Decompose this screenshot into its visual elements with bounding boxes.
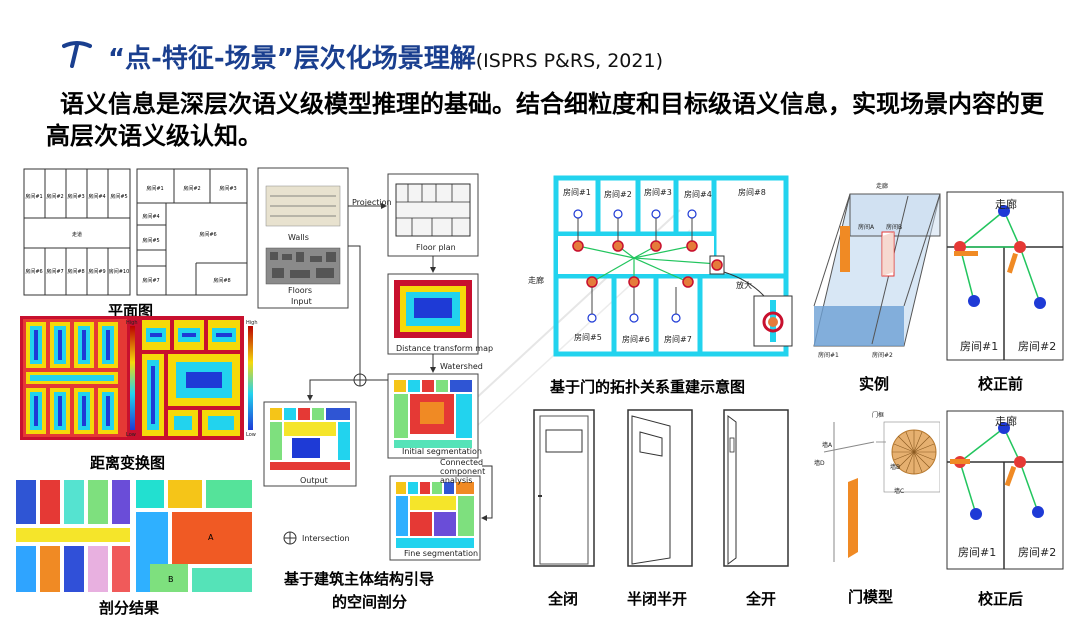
after-correction-graphic <box>946 410 1064 570</box>
after-caption: 校正后 <box>978 590 1024 608</box>
fa-room-1: 房间#1 <box>25 193 42 200</box>
door-closed-caption: 全闭 <box>548 590 579 608</box>
fa-room-2: 房间#2 <box>46 193 63 200</box>
topo-corridor-label: 走廊 <box>528 276 544 285</box>
intersection-label: Intersection <box>302 534 350 543</box>
title-bullet-icon <box>62 41 92 68</box>
floorplan-caption: 平面图 <box>108 302 154 320</box>
instance-bottom-1: 房间#1 <box>818 352 839 359</box>
before-caption: 校正前 <box>978 375 1024 393</box>
topo-room-3: 房间#3 <box>644 188 672 197</box>
input-label: Input <box>291 297 312 306</box>
floor-plan-label: Floor plan <box>416 243 456 252</box>
instance-room-a: 房间A <box>858 224 875 231</box>
instance-room-b: 房间B <box>886 224 903 231</box>
instance-caption: 实例 <box>859 375 890 393</box>
fa-room-5: 房间#5 <box>110 193 127 200</box>
title-main: “点-特征-场景”层次化场景理解 <box>108 44 476 74</box>
before-correction-graphic <box>946 191 1064 361</box>
topo-zoom-label: 放大 <box>736 281 752 290</box>
distance-map-a <box>20 316 138 440</box>
flow-diagram <box>257 167 493 561</box>
floorplan-b: 房间#1 房间#2 房间#3 房间#4 房间#5 房间#6 房间#7 房间#8 <box>136 168 248 296</box>
intro-text: 语义信息是深层次语义级模型推理的基础。结合细粒度和目标级语义信息，实现场景内容的… <box>46 90 1044 150</box>
partition-label-b: B <box>168 575 174 584</box>
distance-caption: 距离变换图 <box>90 454 166 472</box>
before-corridor-label: 走廊 <box>995 198 1017 211</box>
partition-result-a <box>14 478 132 594</box>
flow-caption-line1: 基于建筑主体结构引导 <box>284 570 435 588</box>
model-door-frame: 门框 <box>872 412 885 419</box>
instance-3d-graphic <box>813 193 941 347</box>
title-citation: (ISPRS P&RS, 2021) <box>475 50 663 72</box>
topo-room-1: 房间#1 <box>563 188 591 197</box>
door-model-caption: 门模型 <box>848 588 894 606</box>
fa-room-4: 房间#4 <box>88 193 105 200</box>
distance-map-b <box>138 316 253 440</box>
partition-result-b: A B <box>134 478 254 594</box>
partition-label-a: A <box>208 533 214 542</box>
initial-seg-label: Initial segmentation <box>402 447 482 456</box>
fa-room-9: 房间#9 <box>88 268 105 275</box>
topology-caption: 基于门的拓扑关系重建示意图 <box>550 378 746 396</box>
model-wall-c: 墙C <box>894 488 905 495</box>
before-room1-label: 房间#1 <box>960 340 999 353</box>
fb-room-2: 房间#2 <box>183 185 200 192</box>
walls-label: Walls <box>288 233 309 242</box>
fa-corridor: 走道 <box>72 231 82 238</box>
topo-room-4: 房间#4 <box>684 190 712 199</box>
topo-room-8: 房间#8 <box>738 188 766 197</box>
topology-diagram <box>553 175 793 357</box>
door-half-caption: 半闭半开 <box>627 590 688 608</box>
distance-map-label: Distance transform map <box>396 344 494 353</box>
watershed-label: Watershed <box>440 362 483 371</box>
fb-room-6: 房间#6 <box>199 231 216 238</box>
output-label: Output <box>300 476 328 485</box>
fb-room-1: 房间#1 <box>146 185 163 192</box>
page-title: “点-特征-场景”层次化场景理解(ISPRS P&RS, 2021) <box>108 38 663 75</box>
floorplan-a: 房间#1 房间#2 房间#3 房间#4 房间#5 走道 房间#6 房间#7 房间… <box>23 168 131 296</box>
fa-room-8: 房间#8 <box>67 268 84 275</box>
model-wall-a: 墙A <box>822 442 833 449</box>
fb-room-5: 房间#5 <box>142 237 159 244</box>
topo-room-5: 房间#5 <box>574 333 602 342</box>
fa-room-10: 房间#10 <box>109 268 130 275</box>
fa-room-7: 房间#7 <box>46 268 63 275</box>
fb-room-8: 房间#8 <box>213 277 230 284</box>
door-open-caption: 全开 <box>746 590 777 608</box>
door-model-graphic <box>823 421 940 562</box>
door-closed-graphic <box>533 409 595 567</box>
after-corridor-label: 走廊 <box>995 415 1017 428</box>
floors-label: Floors <box>288 286 313 295</box>
intro-paragraph: 语义信息是深层次语义级模型推理的基础。结合细粒度和目标级语义信息，实现场景内容的… <box>46 88 1046 152</box>
colorbar-high-a: High <box>126 320 138 326</box>
topo-room-2: 房间#2 <box>604 190 632 199</box>
model-wall-d: 墙D <box>814 460 825 467</box>
door-half-open-graphic <box>627 409 693 567</box>
fb-room-7: 房间#7 <box>142 277 159 284</box>
partition-caption: 剖分结果 <box>99 599 160 617</box>
model-wall-b: 墙B <box>890 464 901 471</box>
fine-seg-label: Fine segmentation <box>404 549 479 558</box>
fb-room-4: 房间#4 <box>142 213 159 220</box>
fb-room-3: 房间#3 <box>219 185 236 192</box>
connected-label: Connected component analysis <box>440 458 486 485</box>
colorbar-low-b: Low <box>246 432 256 438</box>
colorbar-high-b: High <box>246 320 258 326</box>
instance-bottom-2: 房间#2 <box>872 352 893 359</box>
instance-top-label: 走廊 <box>876 183 889 190</box>
colorbar-low-a: Low <box>126 432 136 438</box>
projection-label: Projection <box>352 198 392 207</box>
fa-room-3: 房间#3 <box>67 193 84 200</box>
fa-room-6: 房间#6 <box>25 268 42 275</box>
topo-room-7: 房间#7 <box>664 335 692 344</box>
after-room2-label: 房间#2 <box>1018 546 1057 559</box>
flow-caption-line2: 的空间剖分 <box>332 593 408 611</box>
before-room2-label: 房间#2 <box>1018 340 1057 353</box>
door-open-graphic <box>723 409 789 567</box>
after-room1-label: 房间#1 <box>958 546 997 559</box>
topo-room-6: 房间#6 <box>622 335 650 344</box>
